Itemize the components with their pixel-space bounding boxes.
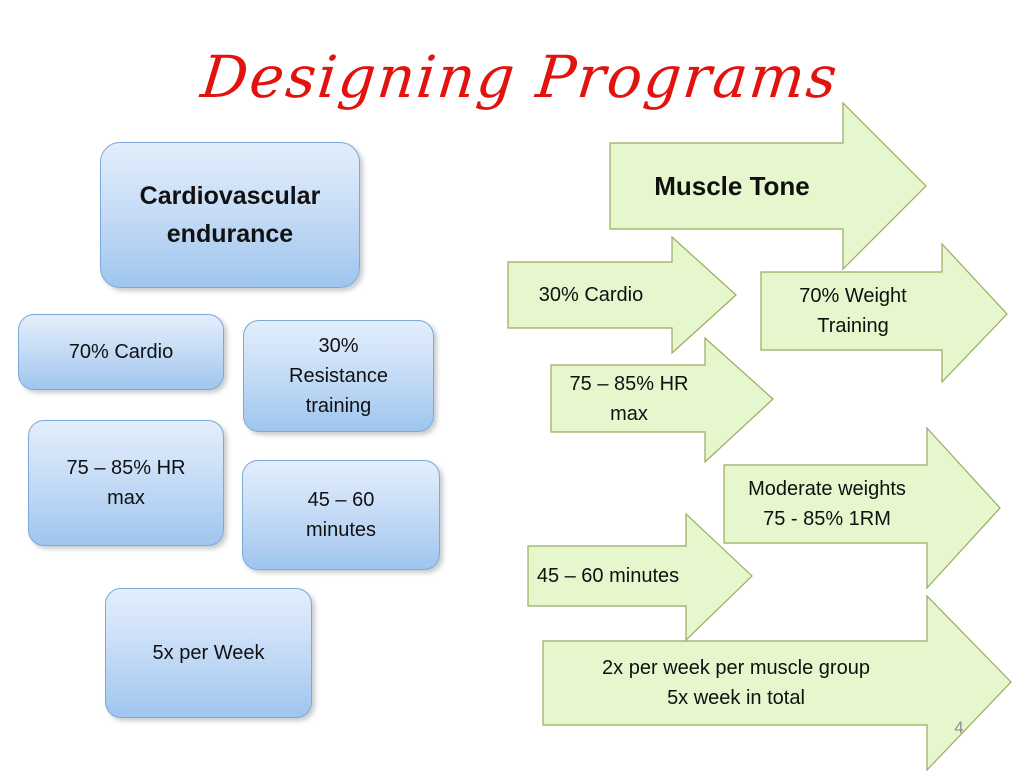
cardio-box-45-60-minutes[interactable]: 45 – 60 minutes bbox=[242, 460, 440, 570]
cardio-heading-box[interactable]: Cardiovascular endurance bbox=[100, 142, 360, 288]
cardio-box-label: 75 – 85% HR max bbox=[66, 457, 186, 509]
cardio-box-70-cardio[interactable]: 70% Cardio bbox=[18, 314, 224, 390]
cardio-box-hr-max[interactable]: 75 – 85% HR max bbox=[28, 420, 224, 546]
muscle-arrow-moderate-weights[interactable]: Moderate weights 75 - 85% 1RM bbox=[722, 424, 1004, 592]
cardio-box-label: 30% Resistance training bbox=[289, 335, 388, 417]
muscle-arrow-70-weight-training[interactable]: 70% Weight Training bbox=[759, 240, 1011, 386]
slide-number: 4 bbox=[954, 718, 964, 737]
cardio-box-label: 45 – 60 minutes bbox=[305, 489, 377, 541]
muscle-arrow-weekly-frequency[interactable]: 2x per week per muscle group 5x week in … bbox=[541, 592, 1015, 774]
cardio-heading-label: Cardiovascular endurance bbox=[139, 182, 321, 248]
cardio-box-label: 5x per Week bbox=[152, 642, 265, 664]
cardio-box-30-resistance-training[interactable]: 30% Resistance training bbox=[243, 320, 434, 432]
cardio-box-label: 70% Cardio bbox=[68, 341, 174, 363]
cardio-box-5x-per-week[interactable]: 5x per Week bbox=[105, 588, 312, 718]
